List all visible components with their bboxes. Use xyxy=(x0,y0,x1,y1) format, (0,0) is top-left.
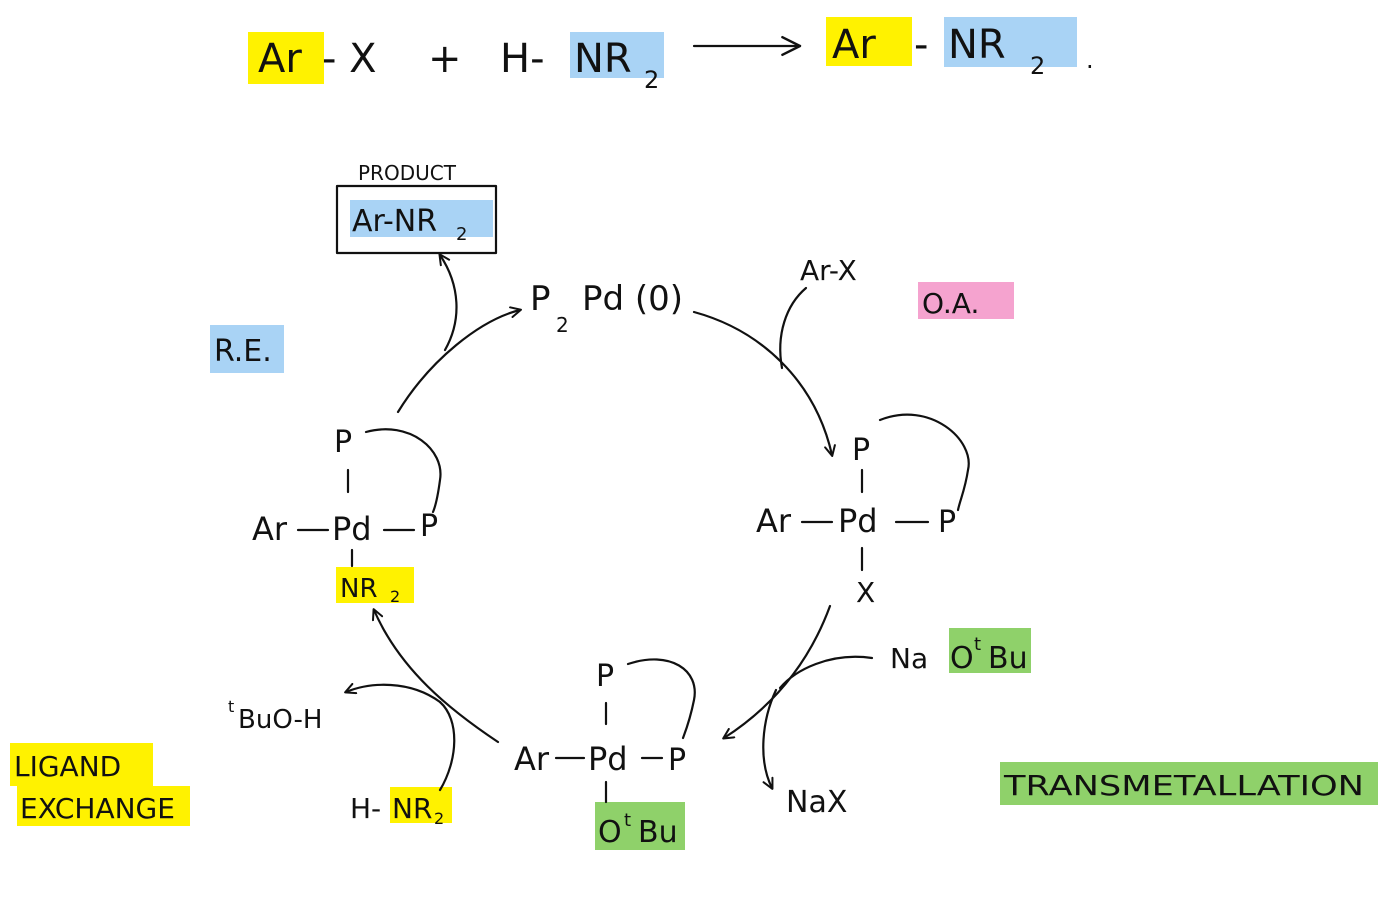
left-ar: Ar xyxy=(252,510,288,548)
left-chelate-arc xyxy=(364,428,442,514)
eq-product-dash: - xyxy=(914,22,928,68)
reagent-amine-sub: 2 xyxy=(434,809,444,828)
bottom-o: O xyxy=(598,815,622,850)
reagents: Ar-X Na O t Bu NaX t BuO-H H- NR 2 xyxy=(228,254,1028,828)
bottom-p-top: P xyxy=(596,659,614,694)
right-p-right: P xyxy=(938,505,956,540)
hl-amine-in xyxy=(390,787,452,823)
left-p-top: P xyxy=(334,425,352,460)
hl-base xyxy=(949,628,1031,673)
complex-ar-pd-nr2: P Ar Pd P NR 2 xyxy=(252,425,442,606)
eq-amine-h: H- xyxy=(500,36,545,82)
reagent-base-o: O xyxy=(950,641,974,676)
overall-equation: Ar - X + H- NR 2 Ar - NR 2 . xyxy=(258,22,1094,94)
eq-product-ar: Ar xyxy=(832,22,876,68)
complex-ar-pd-otbu: P Ar Pd P O t Bu xyxy=(514,658,696,850)
label-ligand-exchange-1: LIGAND xyxy=(14,750,121,783)
left-nr: NR xyxy=(340,574,378,604)
eq-product-nr: NR xyxy=(948,22,1006,68)
catalyst-p: P xyxy=(530,279,551,319)
right-pd: Pd xyxy=(838,502,878,540)
bottom-pd: Pd xyxy=(588,740,628,778)
hl-transmetallation xyxy=(1000,762,1378,805)
cycle-arrows xyxy=(344,253,874,792)
eq-period: . xyxy=(1086,46,1094,74)
eq-plus: + xyxy=(428,36,462,82)
arrow-tbuoh-out xyxy=(344,682,442,704)
hl-eq-product-nr2 xyxy=(944,17,1077,67)
hl-product-box xyxy=(350,200,493,237)
left-pd: Pd xyxy=(332,510,372,548)
right-x: X xyxy=(856,576,875,609)
label-ligand-exchange-2: EXCHANGE xyxy=(20,792,175,825)
left-p-right: P xyxy=(420,509,438,544)
left-sub: 2 xyxy=(390,587,400,606)
bottom-p-right: P xyxy=(668,743,686,778)
catalyst-pd0: P 2 Pd (0) xyxy=(530,279,683,337)
reagent-base-bu: Bu xyxy=(988,641,1028,676)
hl-left-nr2 xyxy=(336,567,414,603)
label-oxidative-addition: O.A. xyxy=(922,287,979,320)
eq-product-sub: 2 xyxy=(1030,52,1045,80)
arrow-re-to-pd0 xyxy=(396,306,522,414)
arrow-base-in xyxy=(778,655,874,690)
label-reductive-elimination: R.E. xyxy=(214,334,272,369)
hl-ligand-exchange xyxy=(10,743,153,786)
hl-ligand-exchange-2 xyxy=(17,786,190,826)
hl-oa xyxy=(918,282,1014,319)
arrow-tm xyxy=(722,604,832,740)
bottom-ar: Ar xyxy=(514,740,550,778)
label-transmetallation: TRANSMETALLATION xyxy=(1003,769,1364,802)
product-frame xyxy=(335,184,498,255)
hl-eq-nr2 xyxy=(570,32,664,78)
arrow-nax-out xyxy=(762,688,778,790)
arrow-re-to-product xyxy=(438,253,458,352)
reagent-aryl-halide: Ar-X xyxy=(800,254,857,287)
bottom-chelate-arc xyxy=(626,658,696,740)
reagent-tbuoh: BuO-H xyxy=(238,705,322,735)
hl-eq-product-ar xyxy=(826,17,912,66)
reagent-salt-out: NaX xyxy=(786,785,847,820)
catalyst-p-sub: 2 xyxy=(556,313,569,337)
complex-ar-pd-x: P Ar Pd P X xyxy=(756,413,970,609)
bottom-sup: t xyxy=(624,810,631,831)
eq-amine-nr: NR xyxy=(574,36,632,82)
bottom-bu: Bu xyxy=(638,815,678,850)
right-chelate-arc xyxy=(878,413,970,512)
reagent-base-sup: t xyxy=(974,634,981,655)
product-formula: Ar-NR xyxy=(352,204,437,239)
catalyst-rest: Pd (0) xyxy=(582,279,683,319)
hl-bottom-otbu xyxy=(595,802,685,850)
reagent-base-na: Na xyxy=(890,642,928,675)
arrow-arx-in xyxy=(779,286,808,370)
product-heading: PRODUCT xyxy=(358,161,457,185)
product-sub: 2 xyxy=(456,224,467,245)
hl-re xyxy=(210,325,284,373)
arrow-oa xyxy=(692,310,836,457)
eq-amine-sub: 2 xyxy=(644,66,659,94)
reagent-amine-h: H- xyxy=(350,792,381,825)
right-p-top: P xyxy=(852,433,870,468)
right-ar: Ar xyxy=(756,502,792,540)
reagent-amine-nr: NR xyxy=(392,792,432,825)
arrow-amine-in xyxy=(438,700,456,792)
eq-aryl: Ar xyxy=(258,36,302,82)
reagent-tbuoh-sup: t xyxy=(228,697,234,716)
highlights xyxy=(10,17,1378,850)
arrow-le xyxy=(371,608,500,744)
product-box: PRODUCT Ar-NR 2 xyxy=(335,161,498,255)
eq-halide: - X xyxy=(322,36,377,82)
hl-eq-ar xyxy=(248,32,324,84)
